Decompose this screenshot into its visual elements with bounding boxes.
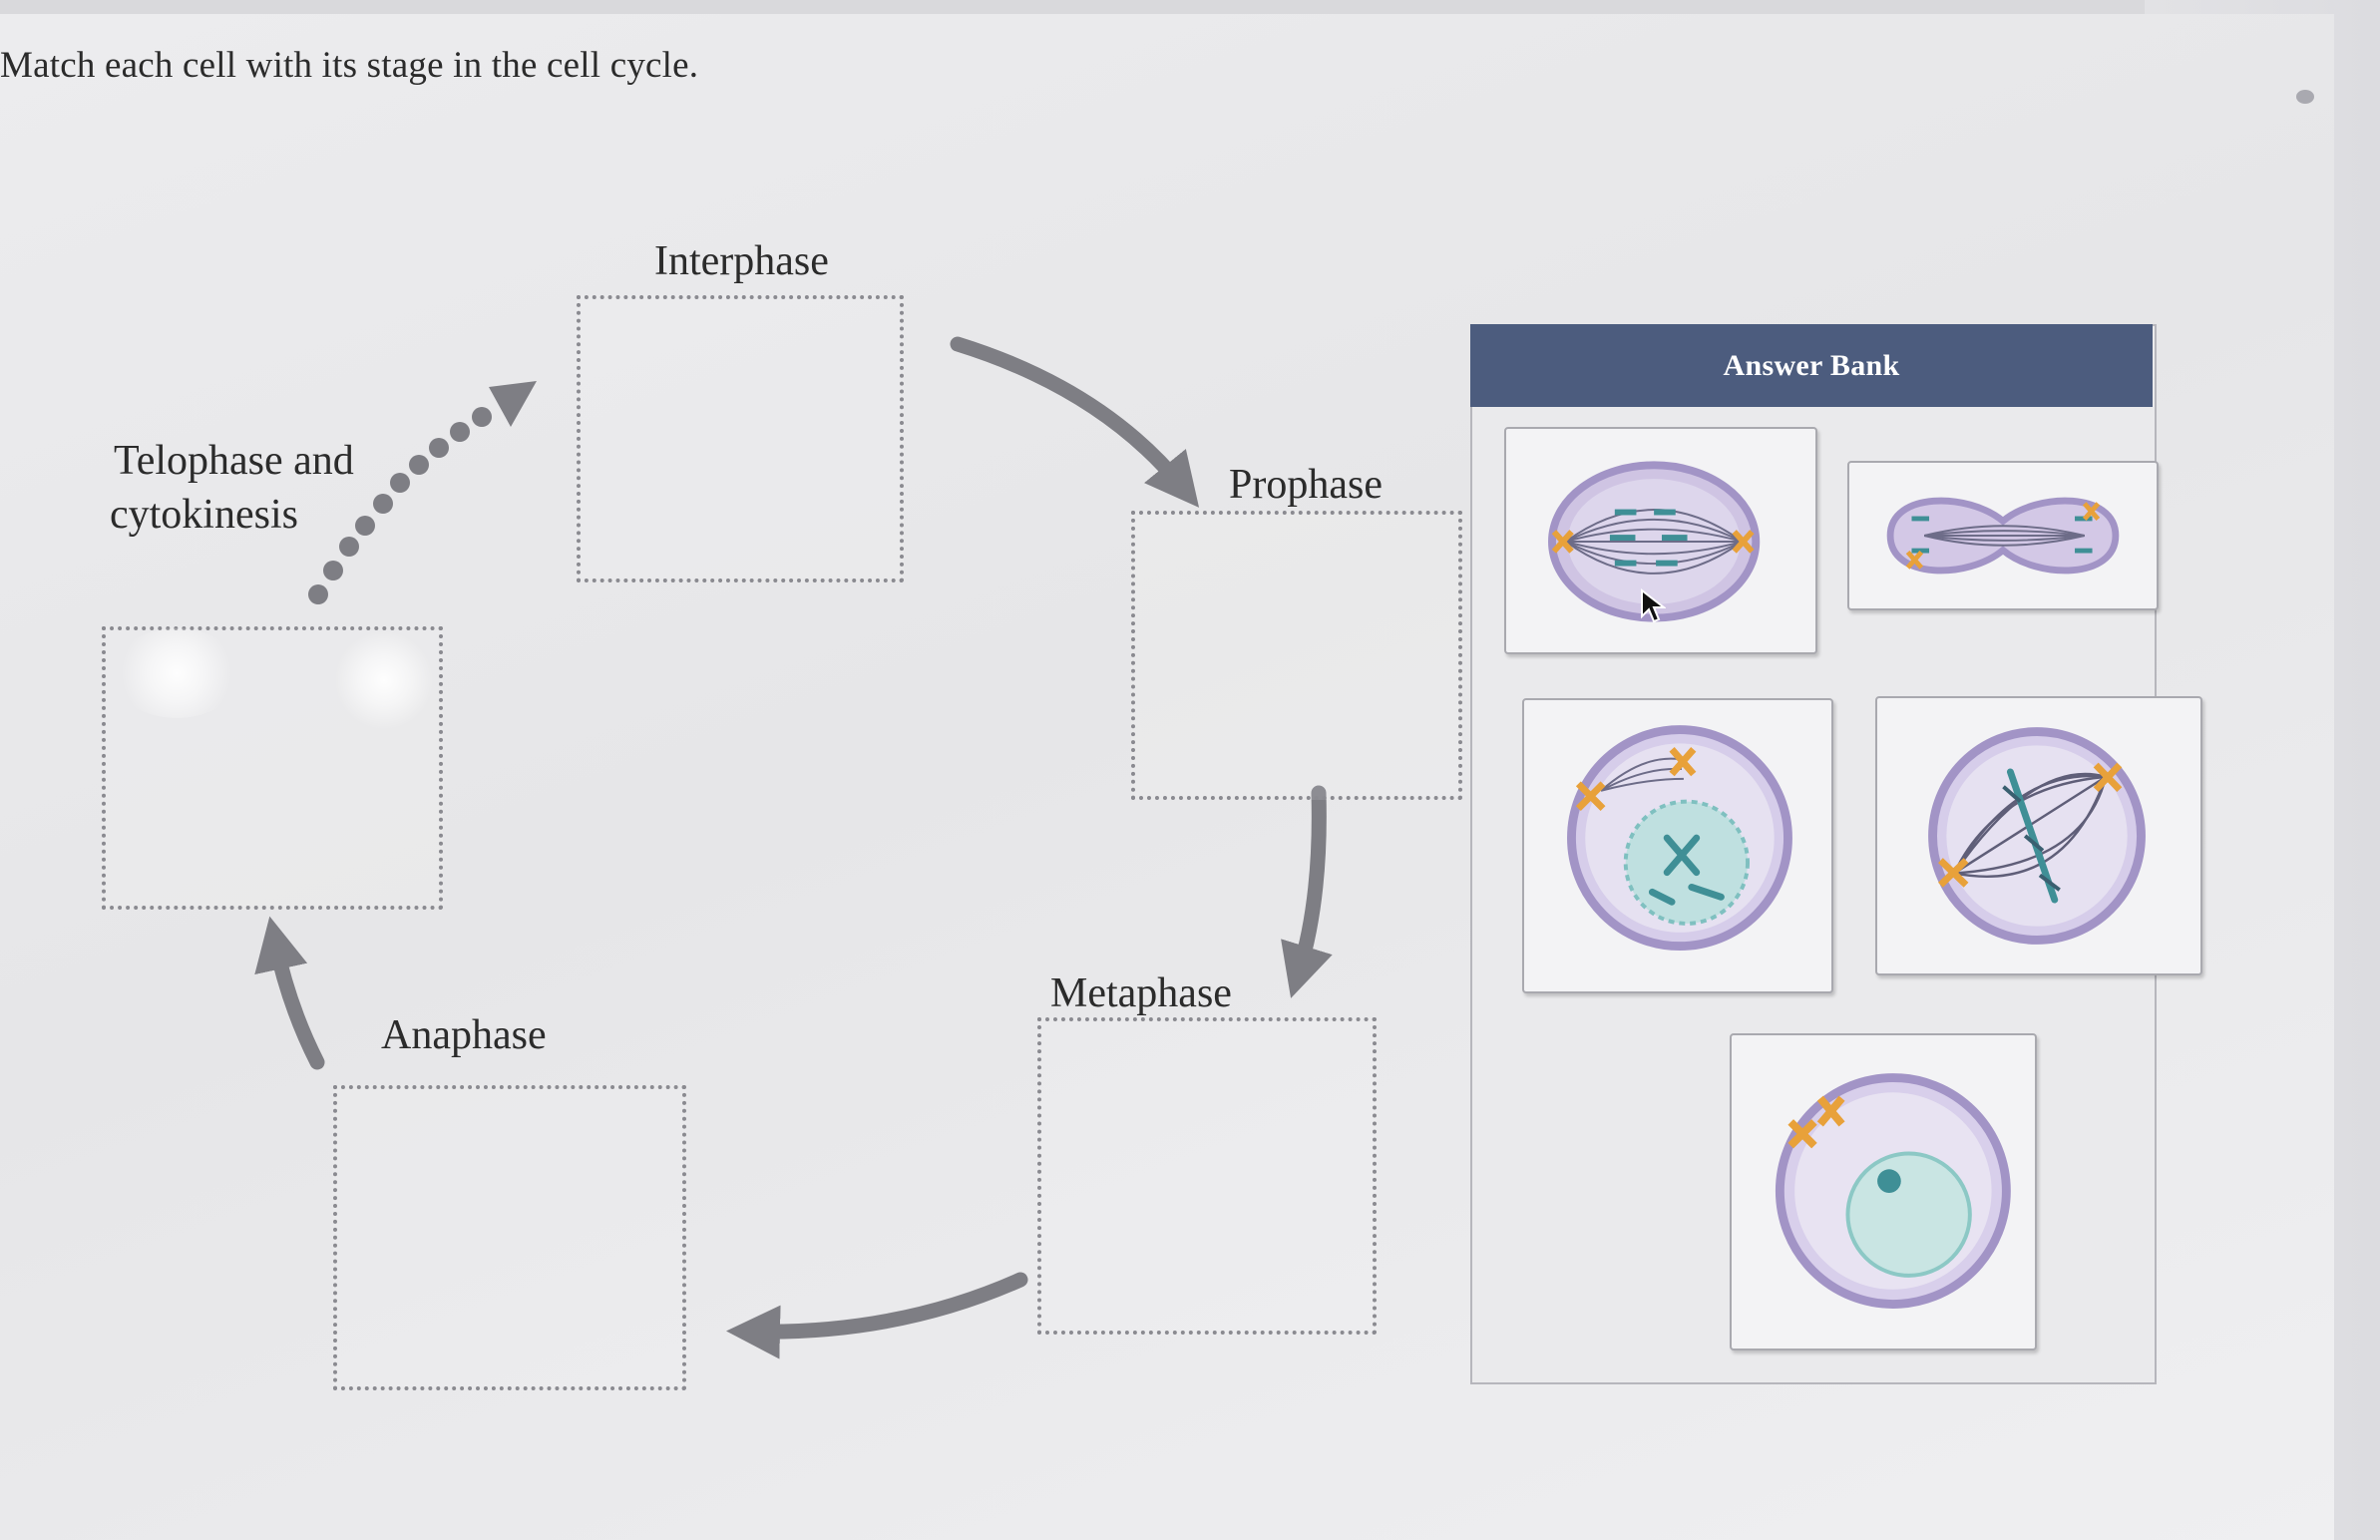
label-metaphase: Metaphase: [1050, 970, 1232, 1016]
interphase-cell-icon: [1775, 1073, 2011, 1309]
label-anaphase: Anaphase: [381, 1012, 547, 1058]
label-telophase-line1: Telophase and: [114, 438, 354, 484]
arrow-interphase-to-prophase: [950, 336, 1200, 508]
anaphase-cell-icon: [1548, 461, 1761, 622]
metaphase-cell-icon: [1928, 727, 2146, 945]
answer-card-4[interactable]: [1875, 696, 2202, 975]
mouse-pointer-icon: [1641, 588, 1666, 623]
prophase-cell-icon: [1567, 725, 1792, 952]
dropzone-telophase-cytokinesis[interactable]: [102, 626, 443, 910]
question-instruction: Match each cell with its stage in the ce…: [0, 45, 699, 86]
browser-top-edge: [0, 0, 2380, 18]
answer-card-3[interactable]: [1522, 698, 1833, 993]
telophase-cell-icon: [1886, 497, 2120, 575]
dropzone-anaphase[interactable]: [333, 1085, 686, 1390]
dotted-arrow-telophase-to-interphase: [308, 381, 537, 604]
arrow-prophase-to-metaphase: [1281, 785, 1333, 998]
dropzone-prophase[interactable]: [1131, 511, 1462, 800]
arrow-anaphase-to-telophase: [254, 916, 325, 1070]
dropzone-metaphase[interactable]: [1037, 1017, 1377, 1335]
answer-card-5[interactable]: [1730, 1033, 2037, 1350]
dropzone-interphase[interactable]: [577, 295, 904, 582]
answer-card-1[interactable]: [1504, 427, 1817, 654]
arrow-metaphase-to-anaphase: [726, 1272, 1028, 1359]
answer-card-2[interactable]: [1847, 461, 2159, 610]
label-prophase: Prophase: [1229, 462, 1383, 508]
answer-bank-title: Answer Bank: [1470, 324, 2153, 407]
label-interphase: Interphase: [654, 238, 829, 284]
label-telophase-line2: cytokinesis: [110, 492, 298, 538]
scroll-indicator: [2296, 90, 2314, 104]
